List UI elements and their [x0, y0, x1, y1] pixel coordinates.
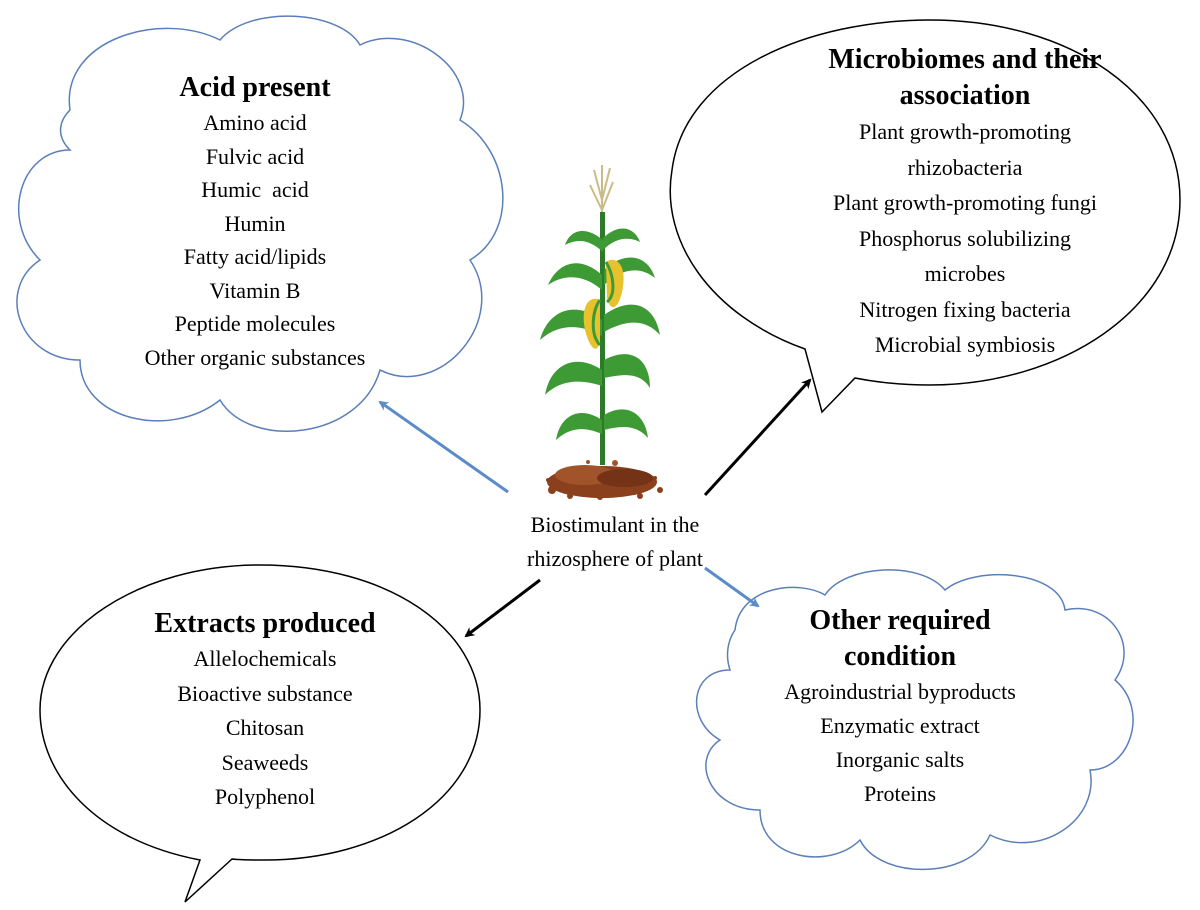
acid-item: Fatty acid/lipids	[183, 244, 327, 269]
microbiomes-item: Microbial symbiosis	[874, 332, 1056, 357]
tassel-icon	[589, 165, 614, 215]
acid-item: Fulvic acid	[205, 143, 305, 169]
arrow-to-microbiomes	[703, 378, 812, 497]
extracts-item: Seaweeds	[221, 749, 309, 775]
other-required-item: Proteins	[863, 781, 937, 806]
leaf-icons	[540, 228, 660, 440]
other-required-block: Other required condition Agroindustrial …	[740, 603, 1060, 811]
arrow-to-extracts	[464, 578, 541, 638]
microbiomes-item: microbes	[924, 261, 1006, 286]
other-required-cloud	[695, 569, 1134, 871]
soil-icon	[546, 460, 663, 500]
corn-cob-icons	[583, 259, 624, 349]
microbiomes-item: rhizobacteria	[907, 154, 1023, 180]
other-required-item: Inorganic salts	[835, 747, 965, 772]
other-required-item: Enzymatic extract	[820, 713, 980, 738]
acid-present-title: Acid present	[179, 72, 331, 103]
microbiomes-item: Nitrogen fixing bacteria	[859, 296, 1071, 322]
other-required-title-line2: condition	[843, 641, 957, 672]
acid-item: Other organic substances	[144, 344, 366, 370]
corn-plant-illustration	[540, 165, 663, 500]
arrow-to-acid-present	[378, 400, 509, 494]
microbiomes-item: Phosphorus solubilizing	[858, 225, 1072, 251]
extracts-item: Chitosan	[225, 715, 305, 740]
acid-item: Amino acid	[203, 110, 307, 135]
acid-item: Peptide molecules	[174, 311, 336, 336]
extracts-item: Polyphenol	[214, 784, 316, 809]
acid-item: Humin	[224, 210, 286, 236]
acid-item: Humic acid	[201, 177, 309, 202]
center-label-line1: Biostimulant in the	[530, 512, 700, 537]
center-label: Biostimulant in the rhizosphere of plant	[480, 508, 750, 576]
microbiomes-block: Microbiomes and their association Plant …	[760, 42, 1170, 363]
microbiomes-item: Plant growth-promoting	[858, 119, 1072, 144]
extracts-speech-bubble	[39, 564, 481, 903]
extracts-item: Bioactive substance	[177, 680, 353, 706]
acid-present-block: Acid present Amino acid Fulvic acid Humi…	[100, 70, 410, 374]
acid-item: Vitamin B	[209, 277, 301, 303]
microbiomes-title-line2: association	[899, 80, 1031, 111]
arrow-to-other-required	[704, 566, 760, 608]
extracts-block: Extracts produced Allelochemicals Bioact…	[120, 606, 410, 815]
center-label-line2: rhizosphere of plant	[527, 546, 703, 571]
microbiomes-item: Plant growth-promoting fungi	[833, 190, 1097, 215]
microbiomes-title-line1: Microbiomes and their	[828, 44, 1102, 75]
extracts-item: Allelochemicals	[193, 646, 337, 671]
other-required-title-line1: Other required	[809, 605, 991, 636]
microbiomes-speech-bubble	[669, 19, 1181, 414]
extracts-title: Extracts produced	[154, 608, 376, 639]
acid-present-cloud	[16, 15, 504, 432]
other-required-item: Agroindustrial byproducts	[784, 679, 1016, 704]
